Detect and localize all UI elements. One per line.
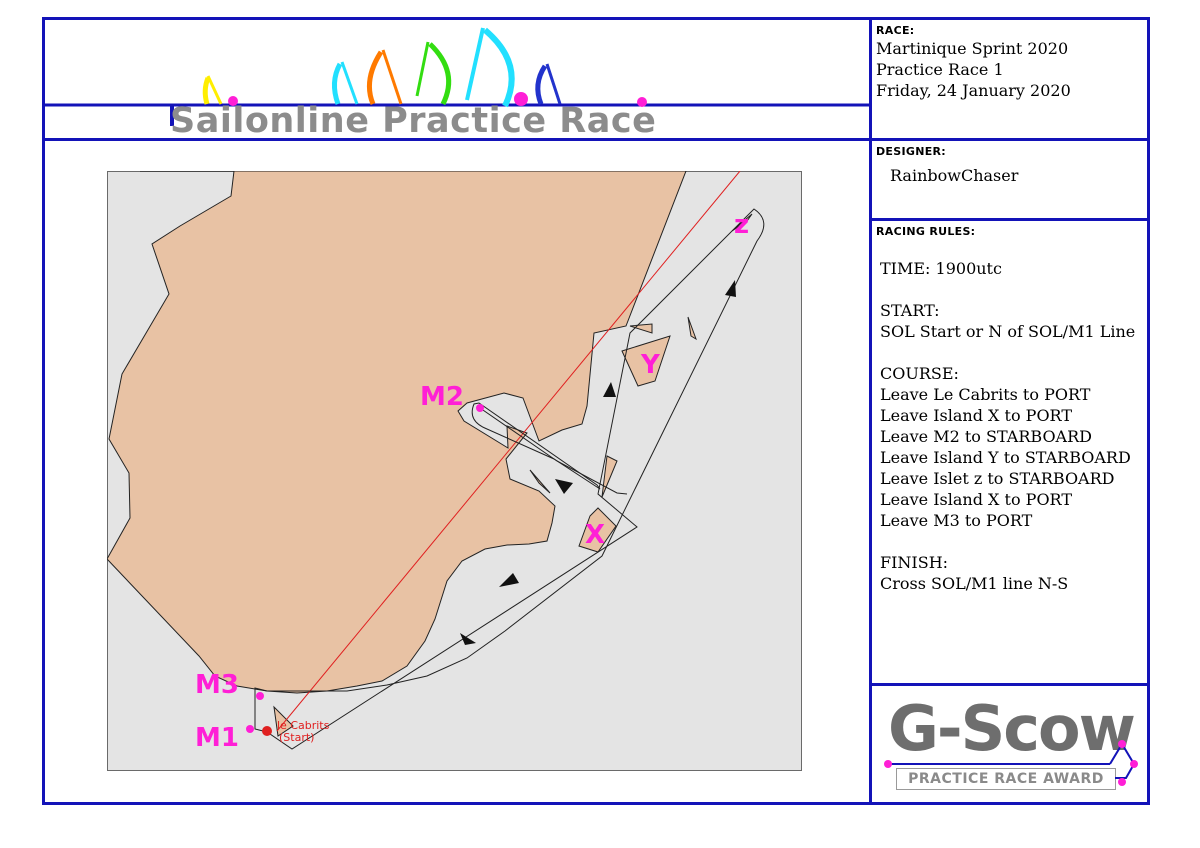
banner-divider: [42, 138, 872, 141]
rules-start-text: SOL Start or N of SOL/M1 Line: [880, 322, 1136, 341]
designer-divider: [869, 218, 1150, 221]
rules-start-heading: START:: [880, 301, 940, 320]
rules-course-3: Leave M2 to STARBOARD: [880, 427, 1092, 446]
island-x: [578, 507, 617, 553]
race-date: Friday, 24 January 2020: [876, 81, 1071, 100]
award-small-text: PRACTICE RACE AWARD: [896, 768, 1116, 790]
designer-name: RainbowChaser: [890, 166, 1019, 185]
mark-x-label: X: [585, 520, 605, 550]
race-divider: [869, 138, 1150, 141]
race-subtitle: Practice Race 1: [876, 60, 1004, 79]
mark-z-label: z: [734, 210, 749, 240]
islet-1: [629, 323, 653, 334]
award-accent: [884, 740, 1138, 786]
arrow-3: [555, 479, 573, 494]
rules-course-2: Leave Island X to PORT: [880, 406, 1072, 425]
race-label: RACE:: [876, 24, 915, 37]
islet-z: [731, 213, 753, 232]
mark-m1-label: M1: [195, 723, 239, 753]
mark-m2-dot: [476, 404, 484, 412]
race-name: Martinique Sprint 2020: [876, 39, 1069, 58]
award-logo: G-Scow PRACTICE RACE AWARD: [878, 692, 1144, 798]
rhumb-line: [276, 171, 741, 732]
mark-m2-label: M2: [420, 382, 464, 412]
rules-finish-heading: FINISH:: [880, 553, 949, 572]
sails-graphic: [45, 27, 870, 126]
start-label-line2: (Start): [279, 731, 314, 744]
arrow-1: [725, 280, 736, 297]
mark-m3-dot: [256, 692, 264, 700]
arrow-5: [460, 633, 476, 645]
rules-label: RACING RULES:: [876, 225, 976, 238]
banner: Sailonline Practice Race: [45, 20, 870, 141]
rules-course-5: Leave Islet z to STARBOARD: [880, 469, 1115, 488]
rules-time: TIME: 1900utc: [880, 259, 1002, 278]
land-mass: [107, 171, 687, 694]
m2-loop: [471, 402, 601, 490]
start-label-line1: le Cabrits: [277, 719, 330, 732]
arrow-2: [603, 382, 616, 397]
islet-2: [687, 316, 697, 341]
mark-m3-label: M3: [195, 670, 239, 700]
rules-course-heading: COURSE:: [880, 364, 959, 383]
rules-course-6: Leave Island X to PORT: [880, 490, 1072, 509]
poster-frame: [42, 17, 1150, 805]
column-divider: [869, 17, 872, 805]
rules-course-4: Leave Island Y to STARBOARD: [880, 448, 1131, 467]
arrow-4: [499, 573, 519, 587]
designer-label: DESIGNER:: [876, 145, 946, 158]
mark-m1-dot: [246, 725, 254, 733]
rules-divider: [869, 683, 1150, 686]
rules-course-1: Leave Le Cabrits to PORT: [880, 385, 1091, 404]
rules-finish-text: Cross SOL/M1 line N-S: [880, 574, 1069, 593]
course-path: [254, 208, 765, 750]
banner-title: Sailonline Practice Race: [170, 101, 657, 141]
islet-3: [529, 469, 551, 494]
award-big-text: G-Scow: [888, 692, 1136, 765]
island-y: [621, 335, 671, 387]
course-map: z Y X M2 M3 M1 le Cabrits (Start): [107, 171, 802, 771]
start-dot: [262, 726, 272, 736]
mark-y-label: Y: [640, 350, 661, 380]
rules-course-7: Leave M3 to PORT: [880, 511, 1033, 530]
